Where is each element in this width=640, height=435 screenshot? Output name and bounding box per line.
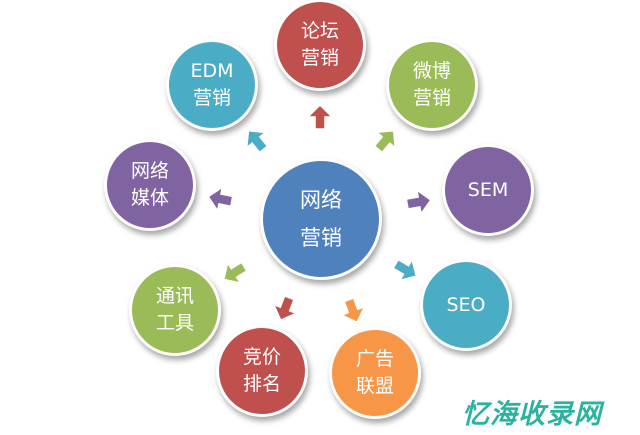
node-label-line2: 排名 (242, 373, 281, 395)
node-label-line2: 营销 (192, 87, 231, 109)
node-communication-tools: 通讯工具 (129, 264, 221, 356)
node-label-line2: 工具 (155, 312, 194, 334)
node-label-line2: 营销 (412, 87, 451, 109)
node-label-line1: 微博 (412, 60, 451, 82)
node-seo: SEO (420, 259, 512, 351)
watermark-logo: 忆海收录网 (462, 399, 602, 430)
node-label-line1: 通讯 (155, 285, 194, 307)
node-label-line1: 广告 (355, 348, 394, 370)
center-node-network-marketing: 网络 营销 (260, 158, 382, 280)
node-ad-alliance: 广告联盟 (329, 327, 421, 419)
node-edm-marketing: EDM 营销 (166, 39, 258, 131)
node-label-line1: EDM (190, 60, 234, 82)
center-label-line1: 网络 (300, 188, 342, 212)
node-label-line2: 营销 (300, 47, 339, 69)
node-bidding-ranking: 竞价排名 (216, 325, 308, 417)
node-label-line1: 论坛 (300, 20, 339, 42)
node-weibo-marketing: 微博营销 (386, 39, 478, 131)
node-label-line1: SEO (446, 293, 486, 316)
node-sem: SEM (442, 144, 534, 236)
node-label-line1: 网络 (130, 160, 169, 182)
node-label-line2: 联盟 (355, 375, 394, 397)
node-label-line2: 媒体 (130, 187, 169, 209)
node-network-media: 网络媒体 (104, 139, 196, 231)
node-label-line1: 竞价 (242, 346, 281, 368)
center-label-line2: 营销 (300, 226, 342, 250)
node-forum-marketing: 论坛营销 (274, 0, 366, 91)
node-label-line1: SEM (467, 178, 509, 201)
